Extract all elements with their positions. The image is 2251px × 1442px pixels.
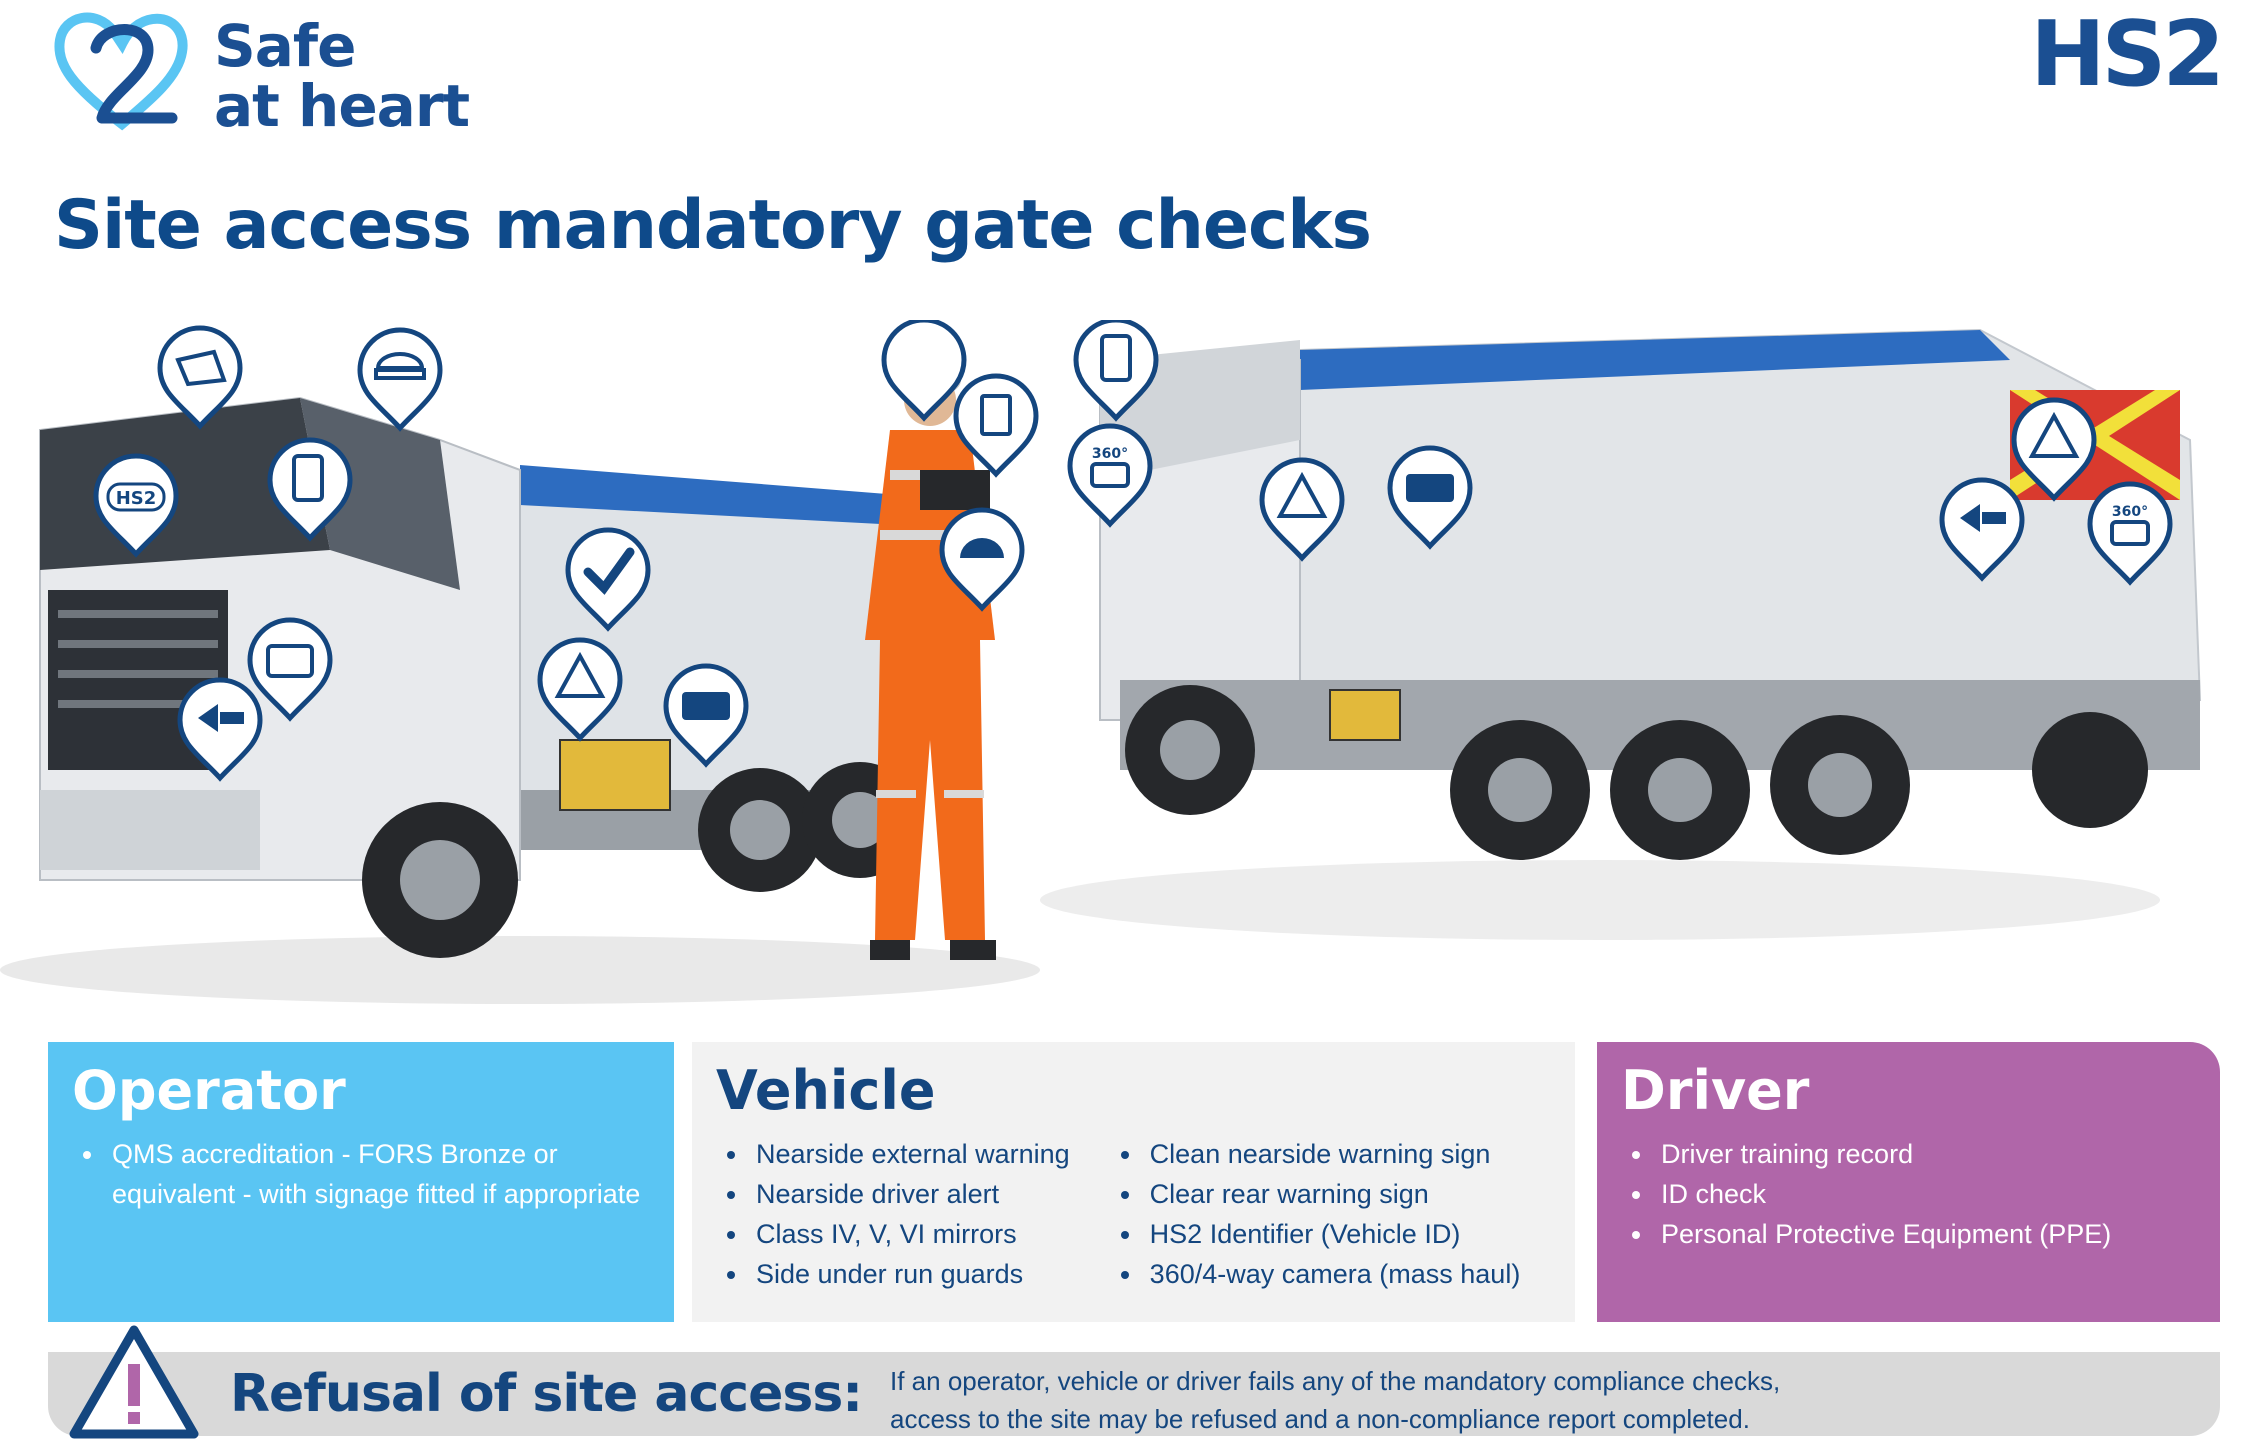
class-mirror-icon [292, 454, 324, 502]
check-pin [565, 527, 651, 632]
ground-shadow [1040, 860, 2160, 940]
hs2-logo: HS2 [2030, 2, 2225, 107]
rear-mirror-pin [1073, 320, 1159, 422]
check-icon [583, 547, 635, 595]
camera-pin [357, 327, 443, 432]
camera-icon [2110, 520, 2150, 546]
operator-heading: Operator [72, 1059, 346, 1122]
side-mirror-pin [267, 437, 353, 542]
list-item: 360/4-way camera (mass haul) [1144, 1254, 1521, 1294]
rear-truck [1099, 328, 2202, 860]
rear-camera-pin: 360° [2087, 481, 2173, 586]
camera-360-label: 360° [2112, 504, 2148, 520]
rear-warning-sign-pin [2011, 397, 2097, 502]
driver-alert-pin [247, 617, 333, 722]
vehicle-list-1: Nearside external warning Nearside drive… [716, 1134, 1070, 1294]
list-item: Nearside driver alert [750, 1174, 1070, 1214]
camera-icon [1090, 462, 1130, 488]
mirror-pin [157, 325, 243, 430]
campaign-line-1: Safe [214, 12, 356, 80]
ground-shadow [0, 936, 1040, 1004]
campaign-line-2: at heart [214, 72, 470, 140]
id-card-pin [881, 320, 967, 422]
heart-two-icon [54, 12, 188, 131]
training-record-pin [953, 373, 1039, 478]
driver-panel: Driver Driver training record ID check P… [1597, 1042, 2220, 1322]
alert-icon [266, 644, 314, 678]
hard-hat-icon [960, 538, 1004, 558]
rear-nearside-warning-pin [1259, 457, 1345, 562]
list-item: Personal Protective Equipment (PPE) [1655, 1214, 2196, 1254]
nearside-warning-pin [177, 677, 263, 782]
under-run-guard-pin [663, 663, 749, 768]
warning-triangle-icon [69, 1325, 199, 1439]
list-item: Nearside external warning [750, 1134, 1070, 1174]
hs2-id-pin: HS2 [93, 453, 179, 558]
rear-alert-pin [1939, 477, 2025, 582]
list-item: Clear rear warning sign [1144, 1174, 1521, 1214]
refusal-text: If an operator, vehicle or driver fails … [890, 1362, 1780, 1438]
warning-icon [1276, 471, 1328, 518]
list-item: HS2 Identifier (Vehicle ID) [1144, 1214, 1521, 1254]
warning-icon [554, 651, 606, 698]
refusal-banner: Refusal of site access: If an operator, … [48, 1325, 2220, 1439]
guard-icon [1406, 474, 1454, 502]
class-mirror-icon [1100, 334, 1132, 382]
warning-sign-pin [537, 637, 623, 742]
safe-at-heart-logo: Safe at heart [52, 6, 492, 136]
driver-list: Driver training record ID check Personal… [1621, 1134, 2196, 1254]
page-title: Site access mandatory gate checks [54, 186, 1372, 265]
rear-guard-pin [1387, 445, 1473, 550]
refusal-line-2: access to the site may be refused and a … [890, 1404, 1750, 1434]
mirror-icon [175, 349, 227, 387]
list-item: Clean nearside warning sign [1144, 1134, 1521, 1174]
list-item: ID check [1655, 1174, 2196, 1214]
certificate-icon [980, 394, 1012, 436]
dome-camera-icon [374, 352, 426, 380]
list-item: Class IV, V, VI mirrors [750, 1214, 1070, 1254]
warning-arrow-icon [1960, 504, 2006, 532]
warning-icon [2028, 411, 2080, 458]
guard-icon [682, 692, 730, 720]
list-item: Side under run guards [750, 1254, 1070, 1294]
list-item: QMS accreditation - FORS Bronze or equiv… [106, 1134, 650, 1214]
refusal-line-1: If an operator, vehicle or driver fails … [890, 1366, 1781, 1396]
operator-panel: Operator QMS accreditation - FORS Bronze… [48, 1042, 674, 1322]
list-item: Driver training record [1655, 1134, 2196, 1174]
vehicle-heading: Vehicle [716, 1059, 936, 1122]
driver-heading: Driver [1621, 1059, 1810, 1122]
campaign-name: Safe at heart [214, 12, 470, 140]
warning-arrow-icon [198, 704, 244, 732]
vehicle-panel: Vehicle Nearside external warning Nearsi… [692, 1042, 1575, 1322]
operator-list: QMS accreditation - FORS Bronze or equiv… [72, 1134, 650, 1214]
trucks-illustration: HS2 360° [0, 320, 2202, 1004]
camera-360-label: 360° [1092, 446, 1128, 462]
refusal-title: Refusal of site access: [230, 1364, 863, 1424]
camera-360-pin: 360° [1067, 423, 1153, 528]
vehicle-list-2: Clean nearside warning sign Clear rear w… [1110, 1134, 1521, 1294]
ppe-pin [939, 507, 1025, 612]
hs2-pin-label: HS2 [116, 488, 157, 509]
